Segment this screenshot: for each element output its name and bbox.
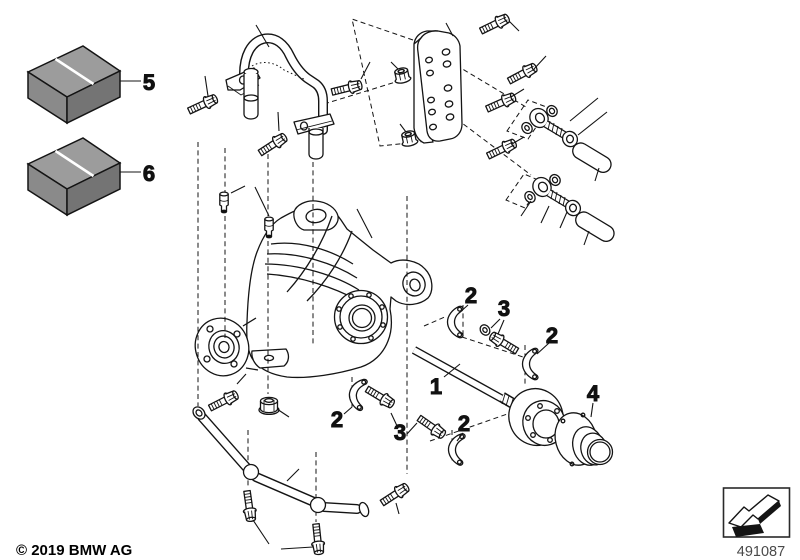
hex-bolt: [255, 130, 290, 160]
small-parts: [219, 191, 280, 416]
rod-end-link-upper: [521, 104, 612, 174]
mounting-bracket: [225, 33, 335, 160]
hex-bolt: [308, 522, 327, 556]
rear-mount-bushing: [402, 271, 426, 297]
hex-bolt: [363, 382, 398, 411]
copyright-text: © 2019 BMW AG: [16, 542, 132, 559]
bracket-leg: [243, 74, 259, 120]
differential-housing: [194, 200, 433, 379]
stabilizer-bar: [192, 406, 370, 518]
direction-of-travel-icon: [722, 487, 791, 538]
callout-6[interactable]: 6: [142, 161, 155, 187]
bushing-sleeve: [572, 142, 612, 174]
box-side-face: [66, 69, 121, 125]
bar-open-end: [358, 501, 370, 518]
arrow-shadow: [758, 501, 781, 524]
callout-2[interactable]: 2: [545, 323, 558, 349]
rear-cover-bolts: [336, 292, 386, 342]
repair-kit-box-6: [26, 137, 122, 217]
lock-nut: [549, 173, 561, 187]
link-eye: [529, 107, 549, 129]
box-lid-seam: [54, 57, 95, 86]
cv-joint-cap: [554, 412, 614, 467]
callout-1[interactable]: 1: [429, 374, 442, 400]
hex-bolt: [414, 412, 449, 442]
lock-nut: [546, 104, 558, 118]
callout-2[interactable]: 2: [457, 411, 470, 437]
link-eye: [532, 176, 552, 198]
leader-lines: [120, 20, 608, 550]
housing-foot-hole: [263, 354, 275, 362]
callout-labels: 5 6 1 2 3 2 2 3 2 4: [142, 70, 600, 446]
arrow-base: [732, 524, 764, 537]
bushing-sleeve: [575, 211, 615, 243]
hex-bolt: [377, 480, 412, 510]
housing-foot: [251, 348, 290, 369]
flange-neck: [242, 317, 259, 371]
hex-bolt: [206, 387, 241, 415]
box-side-face: [66, 161, 121, 217]
footer: © 2019 BMW AG 491087: [16, 487, 791, 560]
top-mount-slot: [305, 208, 327, 224]
flange-nut: [392, 65, 413, 86]
callout-3[interactable]: 3: [497, 296, 510, 322]
housing-top-mount: [293, 200, 339, 231]
callout-2[interactable]: 2: [464, 283, 477, 309]
retaining-plate: [346, 376, 369, 412]
bar-eye-end: [192, 406, 206, 420]
washer: [524, 190, 536, 204]
hex-bolt: [486, 329, 521, 358]
bar-joint: [309, 496, 327, 514]
rod-end-link-lower: [524, 173, 615, 243]
diagram-number: 491087: [737, 544, 785, 560]
collar-nut: [258, 396, 280, 416]
bar-joint: [242, 463, 260, 481]
hex-bolt: [484, 136, 519, 163]
hex-bolts: [185, 11, 540, 556]
callout-4[interactable]: 4: [586, 381, 600, 407]
rear-cover: [333, 289, 389, 345]
washer: [479, 324, 491, 336]
retaining-plate: [446, 432, 466, 467]
hex-bolt: [329, 77, 364, 99]
bracket-leg: [308, 128, 324, 160]
hex-bolt: [240, 489, 259, 523]
callout-5[interactable]: 5: [142, 70, 155, 96]
vent-plug: [264, 216, 274, 239]
rear-mount-bore: [409, 278, 421, 292]
mounting-plate: [392, 30, 463, 149]
box-lid-seam: [54, 149, 95, 178]
housing-ribs: [264, 215, 360, 302]
vent-plug: [219, 191, 229, 214]
hex-bolt: [505, 60, 540, 88]
callout-3[interactable]: 3: [393, 420, 406, 446]
washer: [521, 121, 533, 135]
hex-bolt: [477, 11, 512, 38]
repair-kit-box-5: [26, 45, 122, 125]
callout-2[interactable]: 2: [330, 407, 343, 433]
plate-holes: [424, 48, 455, 131]
hex-bolt: [185, 91, 221, 118]
hex-bolt: [483, 90, 519, 116]
